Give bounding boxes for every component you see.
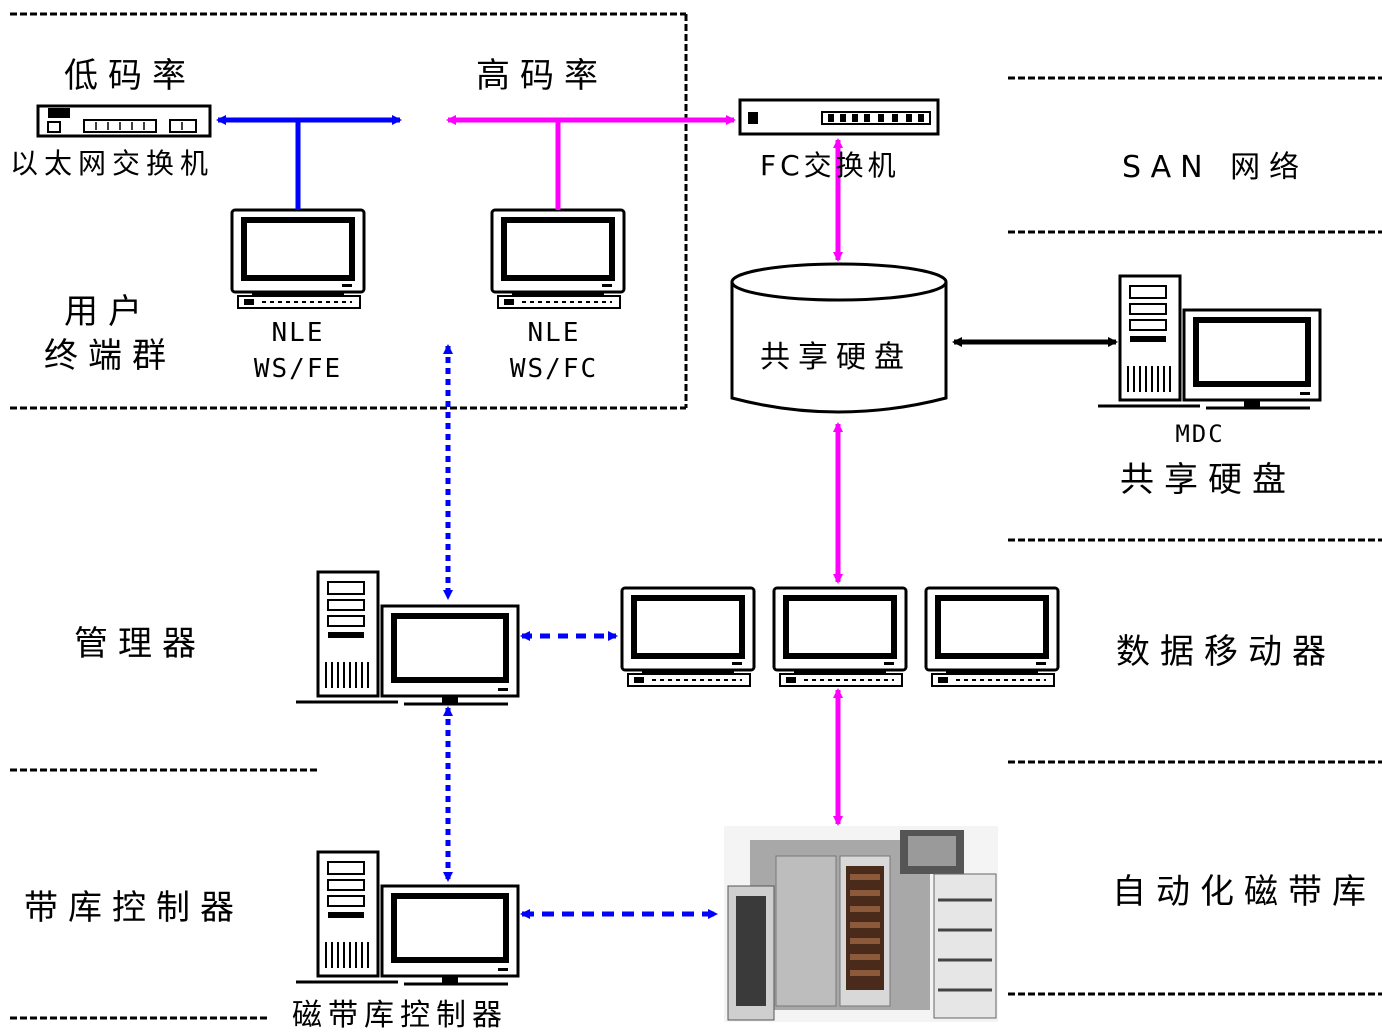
user-group-label-line2: 终端群 [44,336,176,376]
data-mover-2-icon [774,588,906,686]
low-rate-label: 低码率 [64,56,196,96]
disk-cylinder-icon [730,262,948,414]
nle-fe-label-line1: NLE [271,318,325,348]
user-group-label-line1: 用户 [64,292,152,332]
user-group-boundary [10,12,688,410]
layer-dividers [10,76,1382,1020]
data-mover-label: 数据移动器 [1116,632,1336,672]
mdc-label-line1: MDC [1175,420,1225,448]
ethernet-link [216,115,402,210]
fc-link-top [446,115,736,210]
nle-fc-label-line2: WS/FC [509,354,599,384]
ethernet-switch-label: 以太网交换机 [10,147,215,180]
fc-switch-label: FC交换机 [760,149,900,182]
nle-ws-fc-icon [492,210,624,308]
tape-controller-device-label: 磁带库控制器 [292,998,508,1033]
nle-ws-fe-icon [232,210,364,308]
nle-fc-label-line1: NLE [527,318,581,348]
manager-label: 管理器 [74,624,206,664]
tape-controller-label: 带库控制器 [24,888,244,928]
nle-fe-label-line2: WS/FE [253,354,343,384]
data-mover-3-icon [926,588,1058,686]
ethernet-switch-icon [36,104,212,138]
mdc-label-line2: 共享硬盘 [1120,460,1296,500]
manager-computer-icon [296,572,518,704]
data-mover-1-icon [622,588,754,686]
mdc-computer-icon [1098,276,1320,408]
tape-controller-computer-icon [296,852,518,984]
high-rate-label: 高码率 [476,56,608,96]
fc-switch-icon [738,98,940,136]
shared-disk-label: 共享硬盘 [760,340,912,375]
tape-library-icon [724,826,998,1022]
san-network-label: SAN 网络 [1122,150,1309,185]
tape-library-label: 自动化磁带库 [1112,872,1376,912]
